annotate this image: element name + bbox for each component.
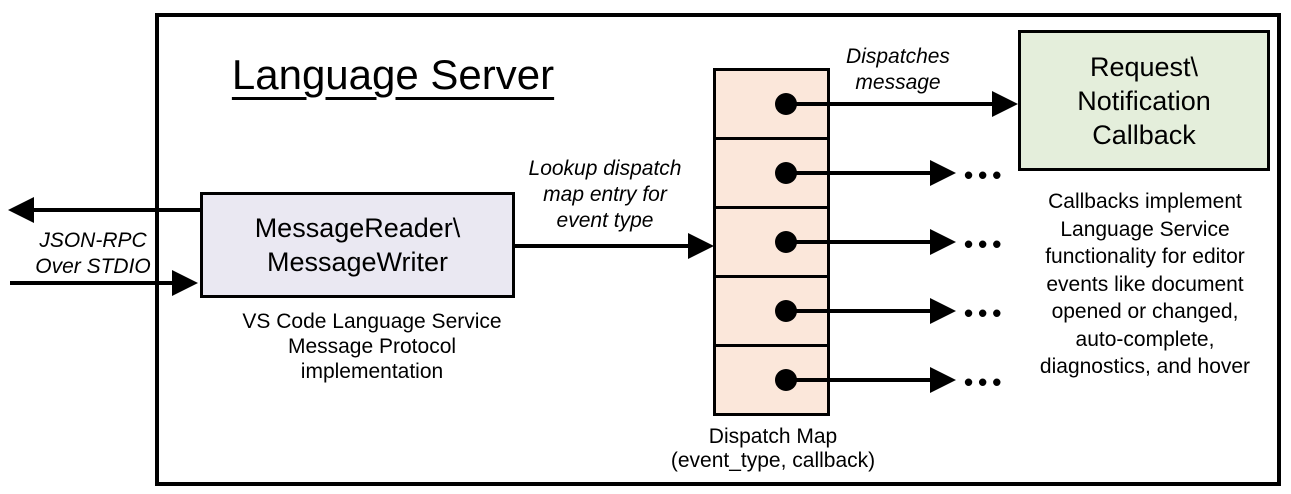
reader-box-line1: MessageReader\ bbox=[254, 213, 461, 243]
message-reader-writer-box: MessageReader\ MessageWriter bbox=[200, 192, 515, 298]
diagram-title: Language Server bbox=[231, 51, 555, 98]
dispatches-label: Dispatches message bbox=[828, 44, 968, 96]
dispatch-caption-line2: (event_type, callback) bbox=[670, 449, 876, 472]
dispatch-arrow-3-head-icon bbox=[930, 229, 956, 255]
dispatches-label-line2: message bbox=[855, 71, 941, 94]
stdio-out-arrowhead-icon bbox=[8, 197, 34, 223]
ellipsis-2: ••• bbox=[964, 159, 1007, 190]
dispatch-arrow-1-head-icon bbox=[992, 91, 1018, 117]
dispatch-arrow-4-head-icon bbox=[930, 298, 956, 324]
stdio-label: JSON-RPC Over STDIO bbox=[18, 228, 168, 280]
dispatch-map bbox=[713, 68, 830, 416]
lookup-arrowhead-icon bbox=[688, 233, 714, 259]
dispatch-caption-line1: Dispatch Map bbox=[708, 425, 838, 448]
stdio-label-line2: Over STDIO bbox=[35, 255, 151, 278]
callbacks-note-line5: opened or changed, bbox=[1051, 300, 1239, 323]
dispatch-arrow-2-head-icon bbox=[930, 160, 956, 186]
callbacks-note-line3: functionality for editor bbox=[1045, 245, 1245, 268]
lookup-label: Lookup dispatch map entry for event type bbox=[515, 156, 695, 234]
callback-box-line1: Request\ bbox=[1089, 51, 1199, 82]
stdio-in-line bbox=[10, 281, 174, 285]
callbacks-note: Callbacks implement Language Service fun… bbox=[1016, 188, 1274, 381]
callbacks-note-line4: events like document bbox=[1046, 272, 1244, 296]
callbacks-note-line2: Language Service bbox=[1060, 217, 1230, 241]
stdio-out-line bbox=[30, 208, 200, 212]
ellipsis-5: ••• bbox=[964, 366, 1007, 397]
callbacks-note-line6: auto-complete, bbox=[1075, 327, 1215, 351]
lookup-label-line2: map entry for bbox=[543, 183, 667, 206]
reader-box-line2: MessageWriter bbox=[266, 247, 449, 277]
callbacks-note-line1: Callbacks implement bbox=[1048, 190, 1242, 213]
reader-caption-line2: Message Protocol implementation bbox=[287, 335, 457, 383]
dispatch-map-divider bbox=[716, 344, 827, 347]
callback-box-line3: Callback bbox=[1092, 119, 1196, 150]
ellipsis-3: ••• bbox=[964, 228, 1007, 259]
reader-caption: VS Code Language Service Message Protoco… bbox=[222, 309, 522, 384]
ellipsis-4: ••• bbox=[964, 297, 1007, 328]
stdio-in-arrowhead-icon bbox=[172, 270, 198, 296]
dispatch-arrow-5-head-icon bbox=[930, 367, 956, 393]
lookup-label-line3: event type bbox=[556, 209, 654, 232]
dispatch-map-divider bbox=[716, 275, 827, 278]
lookup-line bbox=[515, 244, 690, 248]
dispatch-map-divider bbox=[716, 137, 827, 140]
dispatch-arrow-1-line bbox=[786, 102, 994, 106]
dispatch-map-caption: Dispatch Map (event_type, callback) bbox=[653, 425, 893, 473]
dispatch-arrow-5-line bbox=[786, 378, 932, 382]
dispatch-arrow-4-line bbox=[786, 309, 932, 313]
callbacks-note-line7: diagnostics, and hover bbox=[1039, 355, 1251, 378]
dispatches-label-line1: Dispatches bbox=[846, 45, 950, 68]
callback-box-line2: Notification bbox=[1077, 85, 1211, 116]
reader-caption-line1: VS Code Language Service bbox=[242, 310, 502, 333]
dispatch-map-divider bbox=[716, 206, 827, 209]
dispatch-arrow-2-line bbox=[786, 171, 932, 175]
callback-box: Request\ Notification Callback bbox=[1018, 30, 1270, 171]
dispatch-arrow-3-line bbox=[786, 240, 932, 244]
stdio-label-line1: JSON-RPC bbox=[39, 229, 147, 252]
lookup-label-line1: Lookup dispatch bbox=[528, 157, 682, 180]
